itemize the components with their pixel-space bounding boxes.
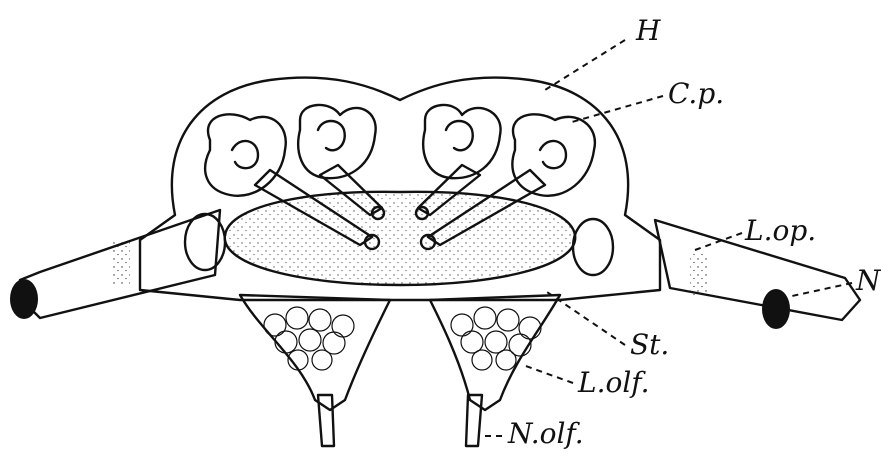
label-lop: L.op. [744, 214, 816, 247]
label-st: St. [630, 328, 669, 361]
central-body-st [225, 192, 575, 285]
label-h: H [635, 14, 661, 47]
label-lolf: L.olf. [577, 366, 650, 399]
label-cp: C.p. [668, 77, 724, 110]
olfactory-glomeruli [264, 307, 541, 370]
label-nolf: N.olf. [507, 417, 584, 450]
label-n: N [855, 264, 881, 297]
